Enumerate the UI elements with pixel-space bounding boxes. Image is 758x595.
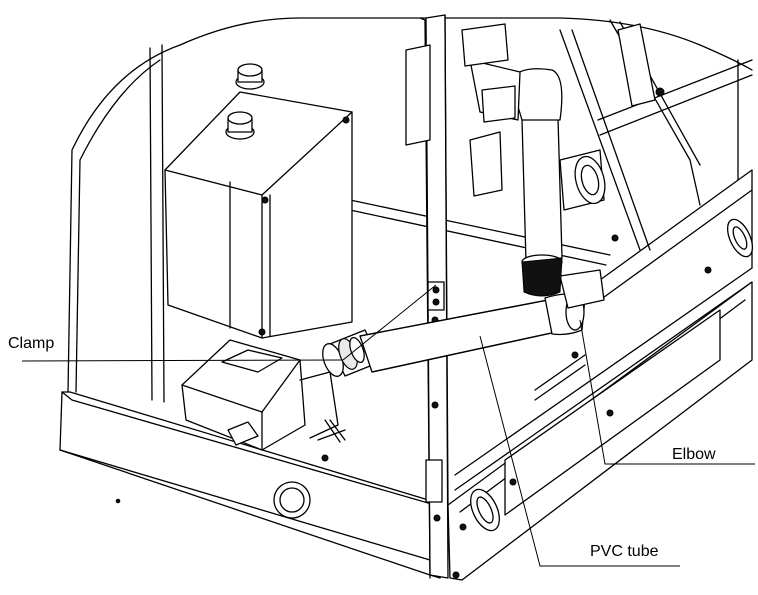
- label-elbow: Elbow: [672, 446, 716, 463]
- pvc-tube: [359, 299, 557, 373]
- elbow-part: [544, 269, 605, 336]
- right-base-panel: [447, 218, 754, 581]
- callouts: Clamp Elbow PVC tube: [8, 284, 755, 567]
- leader-clamp: [21, 359, 344, 362]
- label-pvc-tube: PVC tube: [590, 543, 659, 560]
- leader-clamp-diag: [342, 284, 437, 361]
- cabinet-frame: [67, 17, 753, 491]
- junction-box: [164, 63, 353, 339]
- label-clamp: Clamp: [8, 335, 54, 352]
- riser-pipe: [405, 23, 665, 297]
- front-base-panel: [59, 391, 446, 579]
- pump-unit: [181, 339, 346, 451]
- corner-post: [419, 14, 449, 579]
- leader-pvc-tube: [479, 335, 680, 567]
- leader-elbow: [579, 319, 755, 465]
